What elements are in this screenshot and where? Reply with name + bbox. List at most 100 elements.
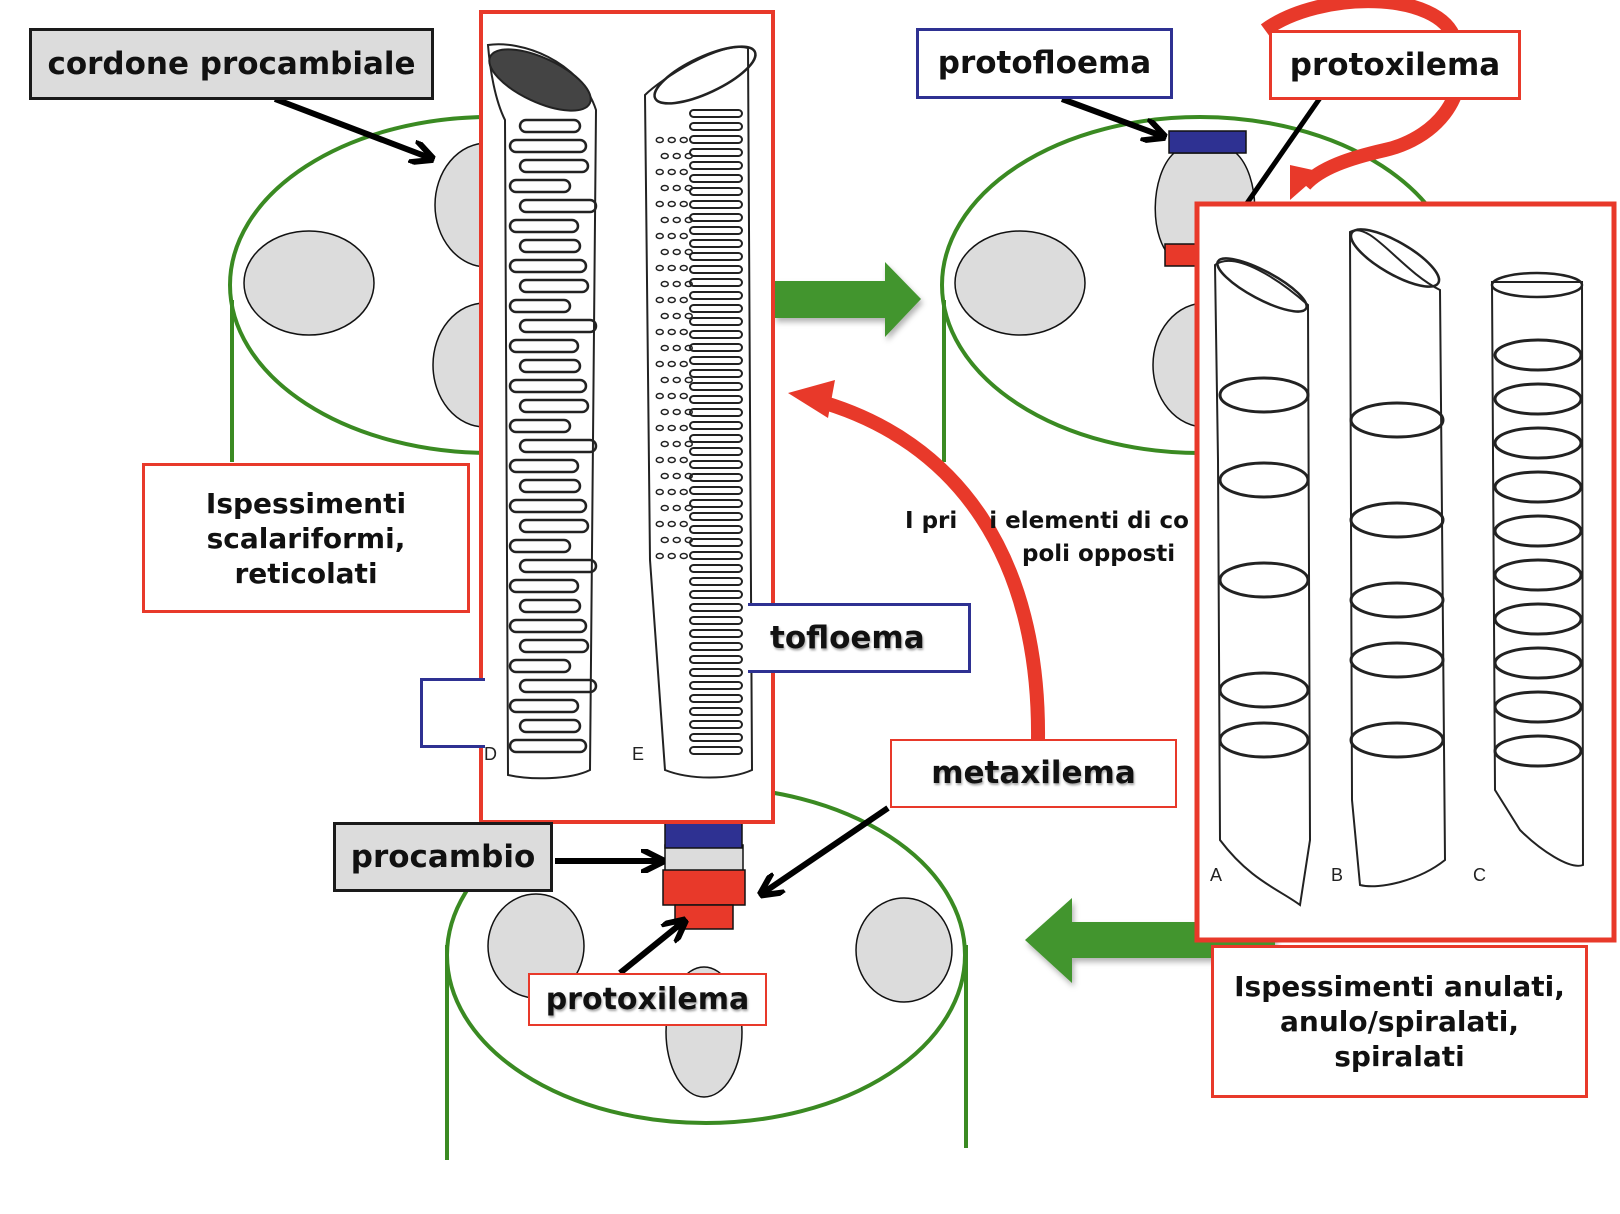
vascular-bundle <box>954 230 1086 336</box>
reticulate-bar <box>689 551 743 560</box>
pit <box>660 344 669 352</box>
reticulate-bar <box>689 577 743 586</box>
text-line: poli opposti <box>1022 541 1176 568</box>
spiral-turn <box>1493 338 1583 372</box>
scalariform-bar <box>508 338 580 354</box>
metaxylem-block <box>662 869 746 906</box>
scalariform-bar <box>518 478 582 494</box>
pit <box>672 248 681 256</box>
annular-ring <box>1218 561 1310 599</box>
pit <box>672 440 681 448</box>
pit <box>667 360 676 368</box>
spiral-turn <box>1349 501 1445 539</box>
scalariform-bar <box>508 378 588 394</box>
vessel-illustration-scalariform <box>479 10 775 824</box>
pit <box>660 280 669 288</box>
pit <box>679 488 688 496</box>
spiral-turn <box>1493 558 1583 592</box>
pit <box>684 440 693 448</box>
reticulate-bar <box>689 265 743 274</box>
procambial-strand <box>243 230 375 336</box>
label-text: metaxilema <box>931 755 1136 792</box>
arrow-protofloema-to-block <box>1060 96 1162 136</box>
pit <box>684 152 693 160</box>
scalariform-bar <box>518 718 582 734</box>
spiral-turn <box>1493 426 1583 460</box>
reticulate-bar <box>689 304 743 313</box>
scalariform-bar <box>508 298 572 314</box>
reticulate-bar <box>689 603 743 612</box>
figure-letter-b: B <box>1331 865 1344 885</box>
spiral-turn <box>1493 602 1583 636</box>
reticulate-bar <box>689 668 743 677</box>
reticulate-bar <box>689 356 743 365</box>
scalariform-bar <box>508 178 572 194</box>
label-ispessimenti-anulati: Ispessimenti anulati, anulo/spiralati, s… <box>1211 945 1588 1098</box>
pit <box>672 152 681 160</box>
scalariform-bar <box>518 678 598 694</box>
annular-ring <box>1218 671 1310 709</box>
pit <box>655 488 664 496</box>
spiral-turn <box>1349 401 1445 439</box>
reticulate-bar <box>689 330 743 339</box>
arrow-protoxilema-to-block <box>618 922 683 976</box>
pit <box>679 424 688 432</box>
arrow-cordone-to-strand <box>273 96 430 158</box>
label-text: protoxilema <box>1289 46 1501 83</box>
spiral-turn <box>1349 581 1445 619</box>
reticulate-bar <box>689 161 743 170</box>
scalariform-bar <box>508 258 588 274</box>
pit <box>667 296 676 304</box>
reticulate-bar <box>689 733 743 742</box>
pit <box>655 200 664 208</box>
pit <box>684 312 693 320</box>
reticulate-bar <box>689 226 743 235</box>
pit <box>660 152 669 160</box>
scalariform-bar <box>508 538 572 554</box>
scalariform-bar <box>518 118 582 134</box>
spiral-turn <box>1493 690 1583 724</box>
scalariform-bar <box>508 418 572 434</box>
scalariform-bar <box>518 318 598 334</box>
scalariform-bar <box>508 618 588 634</box>
reticulate-bar <box>689 590 743 599</box>
scalariform-bar <box>518 398 590 414</box>
reticulate-bar <box>689 200 743 209</box>
pit <box>684 504 693 512</box>
red-curved-arrow-to-left-panel <box>813 393 1046 741</box>
scalariform-bar <box>518 358 582 374</box>
figure-letter-d: D <box>484 744 497 764</box>
reticulate-bar <box>689 291 743 300</box>
pit <box>655 168 664 176</box>
scalariform-bars <box>508 118 598 754</box>
spiral-turn <box>1349 721 1445 759</box>
scalariform-bar <box>518 438 598 454</box>
pit <box>660 504 669 512</box>
reticulate-bar <box>689 525 743 534</box>
scalariform-bar <box>518 238 582 254</box>
pit <box>660 376 669 384</box>
scalariform-bar <box>508 578 580 594</box>
label-protoxilema-bottom: protoxilema <box>528 973 767 1026</box>
red-arrow-head <box>1290 165 1322 200</box>
label-text: tofloema <box>770 619 925 656</box>
scalariform-bar <box>508 698 580 714</box>
reticulate-bar <box>689 629 743 638</box>
pit <box>679 136 688 144</box>
pit <box>672 408 681 416</box>
pit <box>655 424 664 432</box>
label-text: cordone procambiale <box>47 45 416 82</box>
pit <box>667 200 676 208</box>
reticulate-bar <box>689 642 743 651</box>
text-line: I pri i elementi di co <box>905 508 1189 534</box>
label-line: Ispessimenti anulati, <box>1234 970 1565 1003</box>
label-line: reticolati <box>234 556 378 590</box>
reticulate-bar <box>689 720 743 729</box>
pit <box>672 280 681 288</box>
pit <box>655 136 664 144</box>
pit <box>684 248 693 256</box>
spiral-turn <box>1349 641 1445 679</box>
annular-ring <box>1218 721 1310 759</box>
pit <box>660 472 669 480</box>
pit <box>655 264 664 272</box>
